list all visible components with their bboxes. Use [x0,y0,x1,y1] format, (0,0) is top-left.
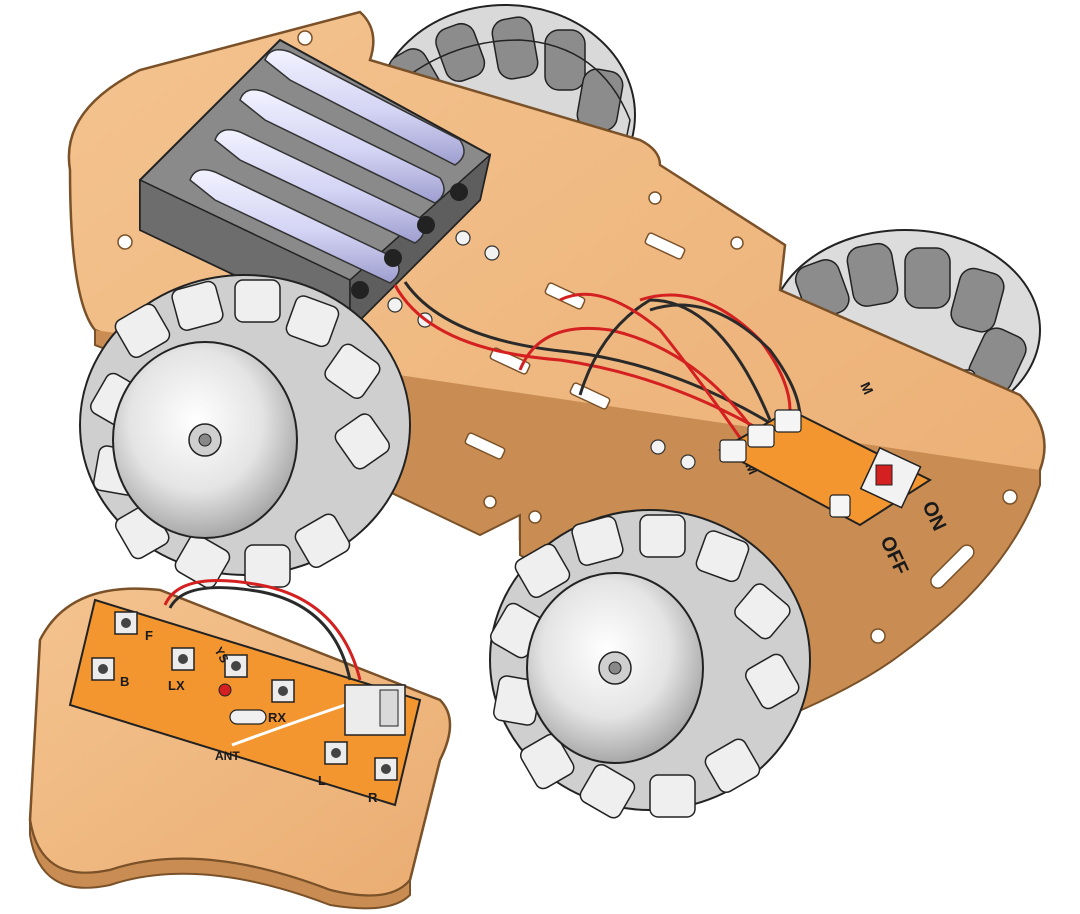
mecanum-roller-icon [489,514,800,819]
antenna-label: ANT [215,749,240,763]
slide-switch-icon[interactable] [859,446,922,509]
push-button-icon [121,618,131,628]
remote-cable [163,579,362,681]
push-button-icon [178,654,188,664]
button-backward-label: B [120,674,129,689]
led-icon [218,683,232,697]
wire-connectors [719,409,851,518]
button-right-x[interactable] [271,679,295,703]
battery-icon [189,49,465,284]
button-forward-label: F [145,628,153,643]
button-forward[interactable] [114,611,138,635]
remote-controller: F B LX YS RX ANT [28,579,452,910]
push-button-icon [278,686,288,696]
driver-board [717,408,933,527]
button-left-label: L [318,773,326,788]
screws [387,230,696,470]
mecanum-roller-icon [89,279,391,589]
front-right-wheel [489,509,811,819]
front-left-wheel [79,274,411,589]
button-right-label: R [368,790,378,805]
button-right[interactable] [374,757,398,781]
battery-holder [139,38,492,332]
mounting-holes [117,30,1018,644]
button-right-x-label: RX [268,710,286,725]
push-button-icon [98,664,108,674]
button-left-x[interactable] [171,647,195,671]
button-backward[interactable] [91,657,115,681]
push-button-icon [381,764,391,774]
crystal-icon [229,709,267,725]
remote-power-switch[interactable] [344,684,406,736]
button-y-label: YS [211,645,231,666]
button-y[interactable] [224,654,248,678]
push-button-icon [231,661,241,671]
button-left-x-label: LX [168,678,185,693]
button-left[interactable] [324,741,348,765]
push-button-icon [331,748,341,758]
